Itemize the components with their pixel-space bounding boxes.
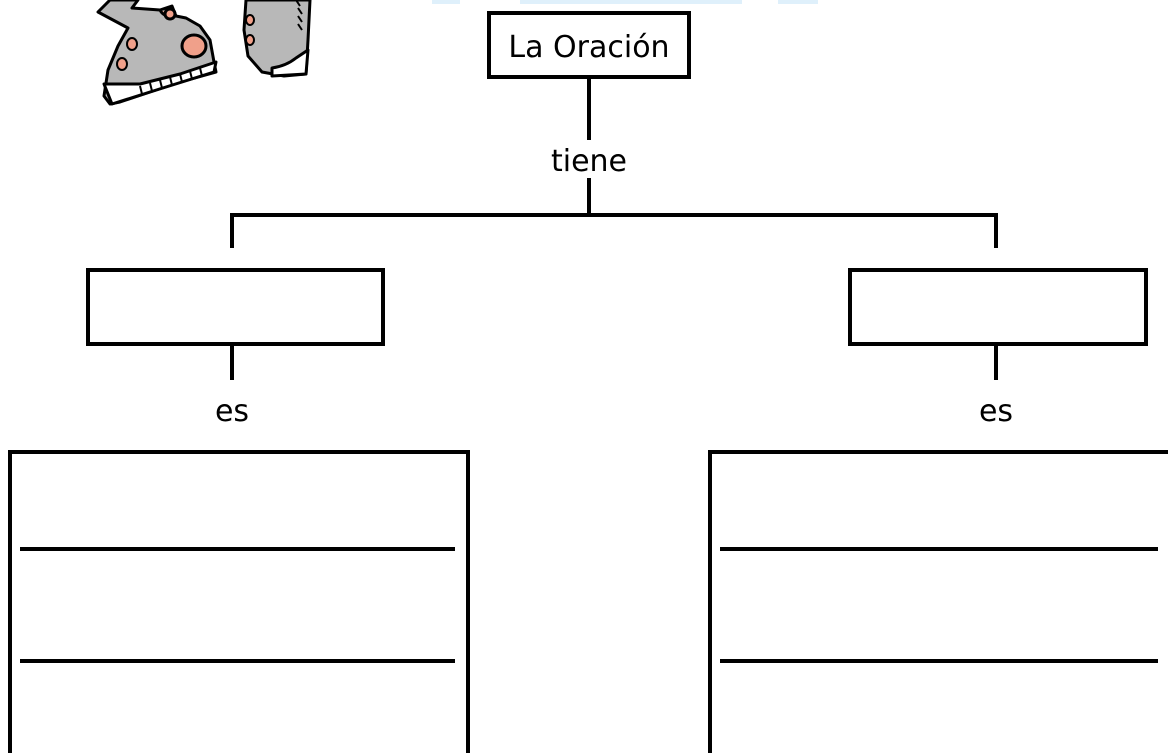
root-connector-label: tiene bbox=[551, 144, 627, 179]
left-connector-label: es bbox=[215, 394, 249, 429]
left-blank-box[interactable] bbox=[86, 268, 385, 346]
left-writing-box bbox=[8, 450, 470, 753]
root-node-label: La Oración bbox=[508, 30, 669, 65]
right-blank-box[interactable] bbox=[848, 268, 1148, 346]
right-connector-label: es bbox=[979, 394, 1013, 429]
sneakers-clipart-icon bbox=[96, 0, 312, 106]
header-banner-fragment bbox=[432, 0, 818, 4]
root-node: La Oración bbox=[487, 11, 691, 79]
right-writing-box bbox=[708, 450, 1168, 753]
